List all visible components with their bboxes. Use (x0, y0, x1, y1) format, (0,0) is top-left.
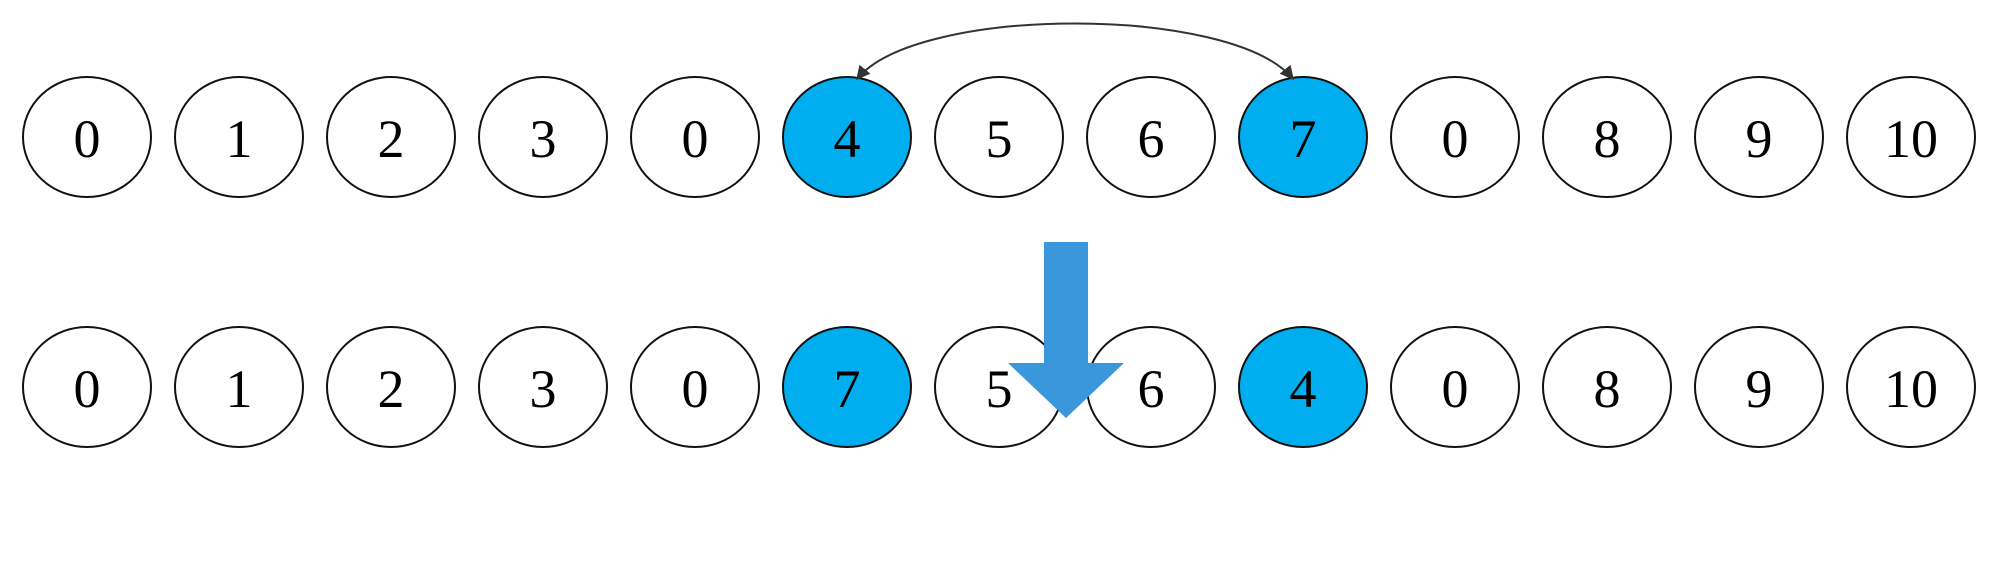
node: 9 (1694, 326, 1824, 448)
node: 0 (22, 326, 152, 448)
node: 10 (1846, 326, 1976, 448)
node-circle (1542, 326, 1672, 448)
row-before: 0 1 2 3 0 4 5 6 7 0 8 9 10 (22, 76, 1976, 198)
node-circle (1542, 76, 1672, 198)
node-label: 3 (530, 359, 557, 419)
node-circle-highlighted (782, 326, 912, 448)
node-label: 10 (1884, 109, 1938, 169)
node: 7 (1238, 76, 1368, 198)
node-label: 8 (1594, 109, 1621, 169)
node-label: 7 (834, 359, 861, 419)
node-circle (478, 326, 608, 448)
node: 0 (1390, 76, 1520, 198)
node: 7 (782, 326, 912, 448)
node: 4 (1238, 326, 1368, 448)
node-circle (174, 326, 304, 448)
node: 6 (1086, 326, 1216, 448)
node-label: 3 (530, 109, 557, 169)
node-circle (1846, 76, 1976, 198)
node-circle (22, 326, 152, 448)
node: 9 (1694, 76, 1824, 198)
node-label: 4 (1290, 359, 1317, 419)
node-circle (1846, 326, 1976, 448)
node-label: 4 (834, 109, 861, 169)
node-label: 10 (1884, 359, 1938, 419)
node-label: 0 (74, 109, 101, 169)
row-after: 0 1 2 3 0 7 5 6 4 0 8 9 10 (22, 326, 1976, 448)
node: 5 (934, 326, 1064, 448)
down-arrow-icon (1008, 242, 1124, 418)
node-label: 0 (682, 109, 709, 169)
node: 3 (478, 76, 608, 198)
node: 8 (1542, 76, 1672, 198)
node-circle-highlighted (782, 76, 912, 198)
node-circle (326, 326, 456, 448)
node-label: 6 (1138, 109, 1165, 169)
node: 5 (934, 76, 1064, 198)
node-label: 8 (1594, 359, 1621, 419)
node-label: 6 (1138, 359, 1165, 419)
node-label: 5 (986, 109, 1013, 169)
node-label: 9 (1746, 359, 1773, 419)
node: 0 (22, 76, 152, 198)
node: 2 (326, 326, 456, 448)
node: 0 (630, 326, 760, 448)
node-label: 1 (226, 359, 253, 419)
swap-arc-arrow (856, 22, 1294, 81)
node: 8 (1542, 326, 1672, 448)
node-circle (630, 76, 760, 198)
node: 0 (630, 76, 760, 198)
node-circle (1390, 326, 1520, 448)
node-label: 2 (378, 359, 405, 419)
node-label: 7 (1290, 109, 1317, 169)
node-label: 0 (1442, 109, 1469, 169)
node-circle (22, 76, 152, 198)
node-circle-highlighted (1238, 326, 1368, 448)
node: 6 (1086, 76, 1216, 198)
node: 3 (478, 326, 608, 448)
node-circle (1390, 76, 1520, 198)
node-label: 5 (986, 359, 1013, 419)
node-label: 0 (74, 359, 101, 419)
node-label: 2 (378, 109, 405, 169)
node: 1 (174, 326, 304, 448)
node-label: 9 (1746, 109, 1773, 169)
node: 1 (174, 76, 304, 198)
node: 4 (782, 76, 912, 198)
node: 2 (326, 76, 456, 198)
node-label: 0 (682, 359, 709, 419)
node-label: 1 (226, 109, 253, 169)
node-circle (326, 76, 456, 198)
node-circle (630, 326, 760, 448)
node: 0 (1390, 326, 1520, 448)
node-circle (1694, 76, 1824, 198)
node-circle (174, 76, 304, 198)
node-label: 0 (1442, 359, 1469, 419)
node: 10 (1846, 76, 1976, 198)
node-circle-highlighted (1238, 76, 1368, 198)
node-circle (478, 76, 608, 198)
node-circle (1694, 326, 1824, 448)
